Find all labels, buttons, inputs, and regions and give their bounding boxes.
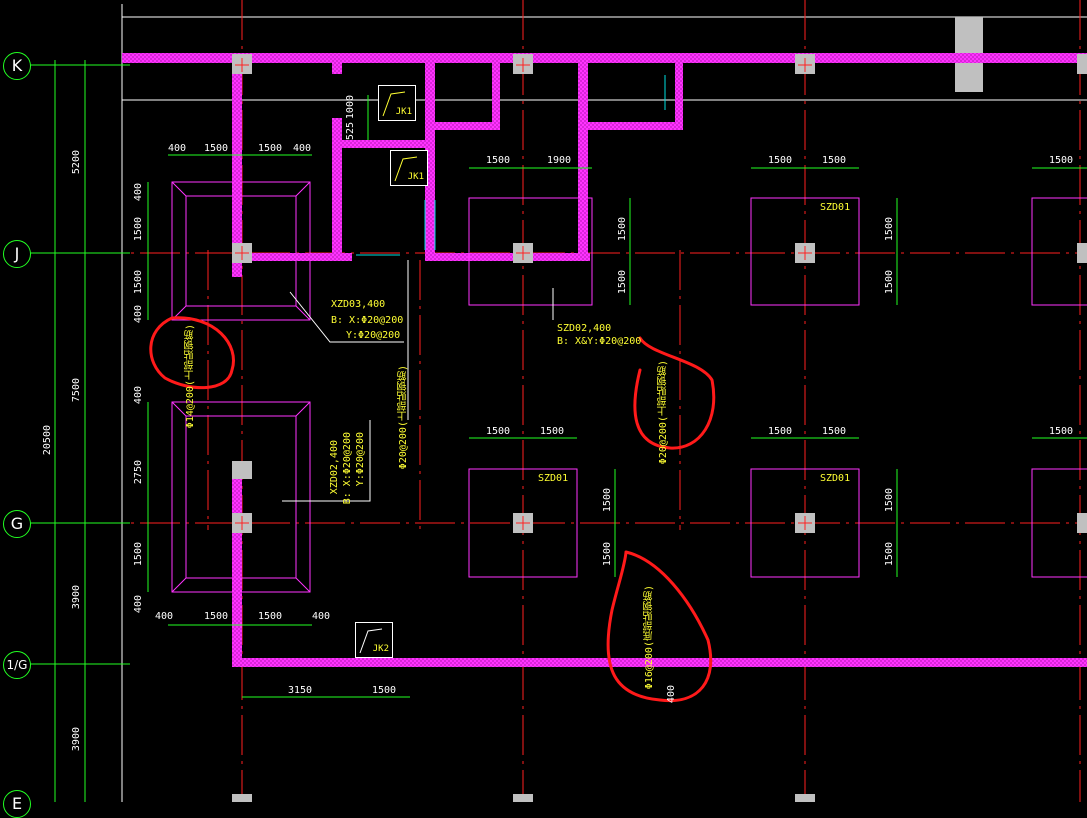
- leader-lines: [282, 260, 554, 502]
- wall-stub1: [332, 62, 342, 74]
- rebar-left: Φ14@200(上部贴钢筋): [185, 324, 196, 429]
- dim-llb-3: 400: [312, 611, 331, 622]
- rebar-right: Φ20@200(上部贴钢筋): [658, 360, 669, 465]
- column-top-right-hatch: [955, 53, 983, 63]
- column-crosses: [235, 58, 812, 530]
- dim-frt: 1500: [1049, 155, 1074, 166]
- xzd02-line1: B: X:Φ20@200: [342, 432, 353, 505]
- dim-g-1g: 3900: [71, 585, 82, 610]
- jk-tag-1: JK1: [378, 85, 416, 121]
- dim-below-1g: 3900: [71, 727, 82, 752]
- dim-rl-0: 1500: [768, 426, 793, 437]
- wall-left-low: [232, 462, 242, 662]
- dim-j-g: 7500: [71, 378, 82, 403]
- dim-mls-1: 1500: [602, 542, 613, 567]
- dim-ls-2: 1500: [133, 270, 144, 295]
- dim-tl-3: 400: [293, 143, 312, 154]
- rebar-mid: Φ20@200(上部贴钢筋): [398, 365, 409, 470]
- dim-k-j: 5200: [71, 150, 82, 175]
- footings: [171, 181, 1087, 593]
- dim-total: 20500: [42, 425, 53, 456]
- dim-jk-1: 1500: [372, 685, 397, 696]
- wall-top-inner: [435, 122, 500, 130]
- szd02-title: SZD02,400: [557, 323, 612, 334]
- xzd02-title: XZD02,400: [329, 440, 340, 495]
- footing-label-szd01-b: SZD01: [538, 473, 569, 484]
- dim-stair-1: 525: [345, 122, 356, 141]
- xzd02-line2: Y:Φ20@200: [355, 432, 366, 487]
- footing-label-szd01-a: SZD01: [820, 202, 851, 213]
- dim-jk-0: 3150: [288, 685, 313, 696]
- dim-ls-3: 400: [133, 305, 144, 324]
- wall-stub2: [332, 118, 342, 258]
- dim-rls-0: 1500: [884, 488, 895, 513]
- dim-mls-0: 1500: [602, 488, 613, 513]
- dim-rt-1: 1500: [822, 155, 847, 166]
- jk-tag-2: JK1: [390, 150, 428, 186]
- dimension-lines: [147, 95, 1087, 698]
- border-lines: [121, 4, 1087, 802]
- wall-inner-v: [492, 62, 500, 130]
- jk-tag-1-label: JK1: [395, 107, 412, 117]
- dim-ms-0: 1500: [617, 217, 628, 242]
- wall-room: [342, 140, 426, 148]
- dim-llb-1: 1500: [204, 611, 229, 622]
- wall-mid: [425, 62, 435, 260]
- hand-annotations: [149, 316, 716, 703]
- wall-left: [232, 62, 242, 277]
- jk-tag-symbol-icon: [359, 628, 383, 654]
- dim-mt-0: 1500: [486, 155, 511, 166]
- xzd03-line1: B: X:Φ20@200: [331, 315, 404, 326]
- wall-right-room-v: [675, 62, 683, 130]
- dim-tl-1: 1500: [204, 143, 229, 154]
- dim-lls-3: 400: [133, 595, 144, 614]
- axis-bubble-1g: 1/G: [3, 651, 31, 679]
- dim-lls-1: 2750: [133, 460, 144, 485]
- dim-mt-1: 1900: [547, 155, 572, 166]
- dim-frl: 1500: [1049, 426, 1074, 437]
- dim-rls-1: 1500: [884, 542, 895, 567]
- dim-stair-0: 1000: [345, 95, 356, 120]
- axis-bubble-j: J: [3, 240, 31, 268]
- jk-tag-2-label: JK1: [407, 172, 424, 182]
- axis-bubble-e: E: [3, 790, 31, 818]
- dim-tl-0: 400: [168, 143, 187, 154]
- dim-rl-1: 1500: [822, 426, 847, 437]
- xzd03-line2: Y:Φ20@200: [346, 330, 401, 341]
- dim-tl-2: 1500: [258, 143, 283, 154]
- axis-bubble-k: K: [3, 52, 31, 80]
- axis-leader-lines: [30, 60, 130, 802]
- beam-j-mid: [425, 253, 590, 261]
- beam-j-left: [232, 253, 352, 261]
- jk-tag-3: JK2: [355, 622, 393, 658]
- dim-llb-0: 400: [155, 611, 174, 622]
- rebar-low-dim: 400: [666, 685, 677, 704]
- dim-ls-0: 400: [133, 183, 144, 202]
- jk-tag-symbol-icon: [382, 91, 406, 117]
- dim-ls-1: 1500: [133, 217, 144, 242]
- cyan-lines: [356, 75, 666, 256]
- jk-tag-3-label: JK2: [372, 644, 389, 654]
- axis-bubble-g: G: [3, 510, 31, 538]
- rebar-low: Φ16@200(底部贴钢筋): [644, 585, 655, 690]
- dim-rs-0: 1500: [884, 217, 895, 242]
- dim-llb-2: 1500: [258, 611, 283, 622]
- columns: [232, 54, 1087, 802]
- beam-k: [122, 53, 1087, 63]
- dim-rt-0: 1500: [768, 155, 793, 166]
- dim-ml-0: 1500: [486, 426, 511, 437]
- szd02-line1: B: X&Y:Φ20@200: [557, 336, 642, 347]
- xzd03-title: XZD03,400: [331, 299, 386, 310]
- beam-1g: [232, 658, 1087, 667]
- footing-label-szd01-c: SZD01: [820, 473, 851, 484]
- dim-ml-1: 1500: [540, 426, 565, 437]
- dim-lls-2: 1500: [133, 542, 144, 567]
- dim-ms-1: 1500: [617, 270, 628, 295]
- dim-rs-1: 1500: [884, 270, 895, 295]
- wall-right-room: [588, 122, 683, 130]
- jk-tag-symbol-icon: [394, 156, 418, 182]
- dim-lls-0: 400: [133, 386, 144, 405]
- wall-mid2: [578, 62, 588, 260]
